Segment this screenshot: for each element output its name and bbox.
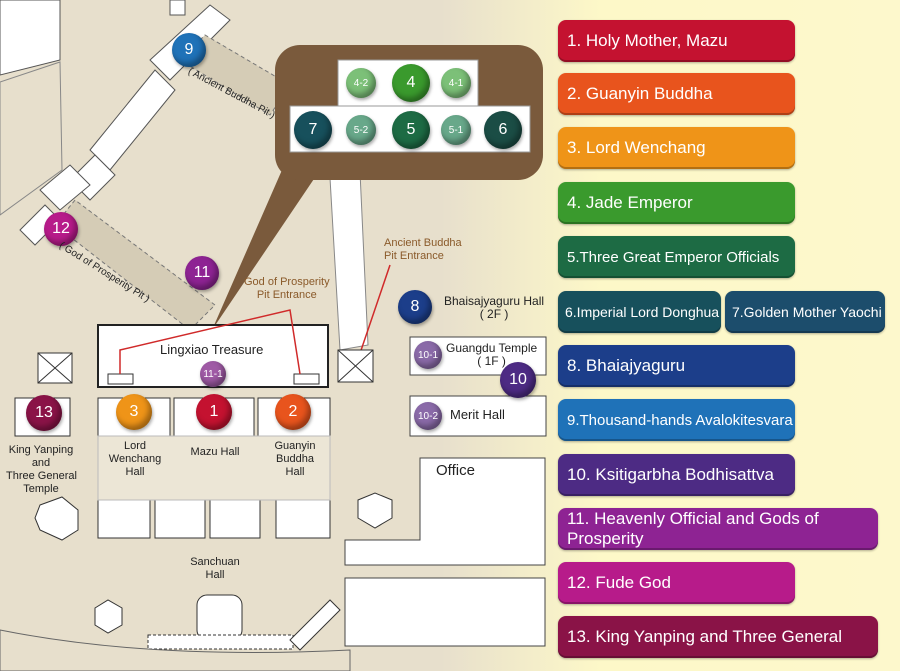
building-topleft bbox=[0, 0, 61, 76]
marker-3[interactable]: 3 bbox=[116, 394, 152, 430]
legend-13: 13. King Yanping and Three General bbox=[558, 616, 878, 658]
marker-10[interactable]: 10 bbox=[500, 362, 536, 398]
king-yanping-temple-label: King Yanping and Three General Temple bbox=[6, 444, 77, 495]
marker-12[interactable]: 12 bbox=[44, 212, 78, 246]
marker-10-2[interactable]: 10-2 bbox=[414, 402, 442, 430]
sanchuan-hall-mid-right bbox=[209, 499, 261, 539]
marker-13[interactable]: 13 bbox=[26, 395, 62, 431]
marker-9[interactable]: 9 bbox=[172, 33, 206, 67]
path-topleft bbox=[0, 61, 63, 216]
office-label: Office bbox=[436, 462, 475, 479]
legend-5: 5.Three Great Emperor Officials bbox=[558, 236, 795, 278]
legend-8: 8. Bhaiajyaguru bbox=[558, 345, 795, 387]
lord-wenchang-hall-label: Lord Wenchang Hall bbox=[108, 440, 162, 478]
bottom-pavilion bbox=[196, 594, 243, 641]
marker-5[interactable]: 5 bbox=[392, 111, 430, 149]
marker-4[interactable]: 4 bbox=[392, 64, 430, 102]
courtyard bbox=[97, 435, 331, 501]
ancient-buddha-pit-entrance-label: Ancient Buddha Pit Entrance bbox=[384, 237, 462, 262]
legend-4: 4. Jade Emperor bbox=[558, 182, 795, 224]
lingxiao-treasure-label: Lingxiao Treasure bbox=[160, 342, 264, 357]
treasure-pointer bbox=[212, 170, 320, 330]
marker-7[interactable]: 7 bbox=[294, 111, 332, 149]
bottom-diag-wall bbox=[289, 599, 341, 651]
building-small-top bbox=[169, 0, 186, 16]
legend-1: 1. Holy Mother, Mazu bbox=[558, 20, 795, 62]
building-top-diag-2 bbox=[89, 69, 176, 171]
marker-10-1[interactable]: 10-1 bbox=[414, 341, 442, 369]
legend-11: 11. Heavenly Official and Gods of Prospe… bbox=[558, 508, 878, 550]
building-left-diag-2 bbox=[39, 164, 91, 211]
office-building bbox=[344, 457, 546, 566]
legend-7: 7.Golden Mother Yaochi bbox=[725, 291, 885, 333]
legend-9: 9.Thousand-hands Avalokitesvara bbox=[558, 399, 795, 441]
sanchuan-hall-mid-left bbox=[154, 499, 206, 539]
prosperity-pit-entrance-line bbox=[119, 309, 301, 375]
sanchuan-hall-right bbox=[275, 499, 331, 539]
marker-4-2[interactable]: 4-2 bbox=[346, 68, 376, 98]
treasure-door-left bbox=[107, 373, 134, 385]
marker-5-2[interactable]: 5-2 bbox=[346, 115, 376, 145]
marker-6[interactable]: 6 bbox=[484, 111, 522, 149]
treasure-door-right bbox=[293, 373, 320, 385]
marker-2[interactable]: 2 bbox=[275, 394, 311, 430]
guanyin-buddha-hall-label: Guanyin Buddha Hall bbox=[274, 440, 316, 478]
walkway-ancient-pit bbox=[329, 171, 369, 351]
marker-8[interactable]: 8 bbox=[398, 290, 432, 324]
hexagon-pavilion-left bbox=[34, 496, 79, 541]
marker-11-1[interactable]: 11-1 bbox=[200, 361, 226, 387]
legend-6: 6.Imperial Lord Donghua bbox=[558, 291, 721, 333]
sanchuan-hall-left bbox=[97, 499, 151, 539]
bhaisajyaguru-hall-label: Bhaisajyaguru Hall ( 2F ) bbox=[444, 294, 545, 321]
marker-1[interactable]: 1 bbox=[196, 394, 232, 430]
merit-hall-label: Merit Hall bbox=[450, 407, 505, 422]
sanchuan-hall-label: Sanchuan Hall bbox=[190, 556, 240, 581]
marker-5-1[interactable]: 5-1 bbox=[441, 115, 471, 145]
hexagon-pavilion-bottom bbox=[94, 599, 123, 634]
marker-4-1[interactable]: 4-1 bbox=[441, 68, 471, 98]
god-of-prosperity-pit bbox=[54, 199, 216, 331]
god-prosperity-pit-entrance-label: God of Prosperity Pit Entrance bbox=[244, 276, 330, 301]
road-edge bbox=[0, 629, 351, 671]
building-bottom-right bbox=[344, 577, 546, 647]
legend-10: 10. Ksitigarbha Bodhisattva bbox=[558, 454, 795, 496]
guangdu-temple-label: Guangdu Temple ( 1F ) bbox=[446, 341, 538, 368]
legend-2: 2. Guanyin Buddha bbox=[558, 73, 795, 115]
marker-11[interactable]: 11 bbox=[185, 256, 219, 290]
bottom-wall bbox=[147, 634, 294, 650]
legend-3: 3. Lord Wenchang bbox=[558, 127, 795, 169]
legend-12: 12. Fude God bbox=[558, 562, 795, 604]
hexagon-pavilion-right bbox=[357, 492, 393, 529]
mazu-hall-label: Mazu Hall bbox=[190, 446, 240, 458]
